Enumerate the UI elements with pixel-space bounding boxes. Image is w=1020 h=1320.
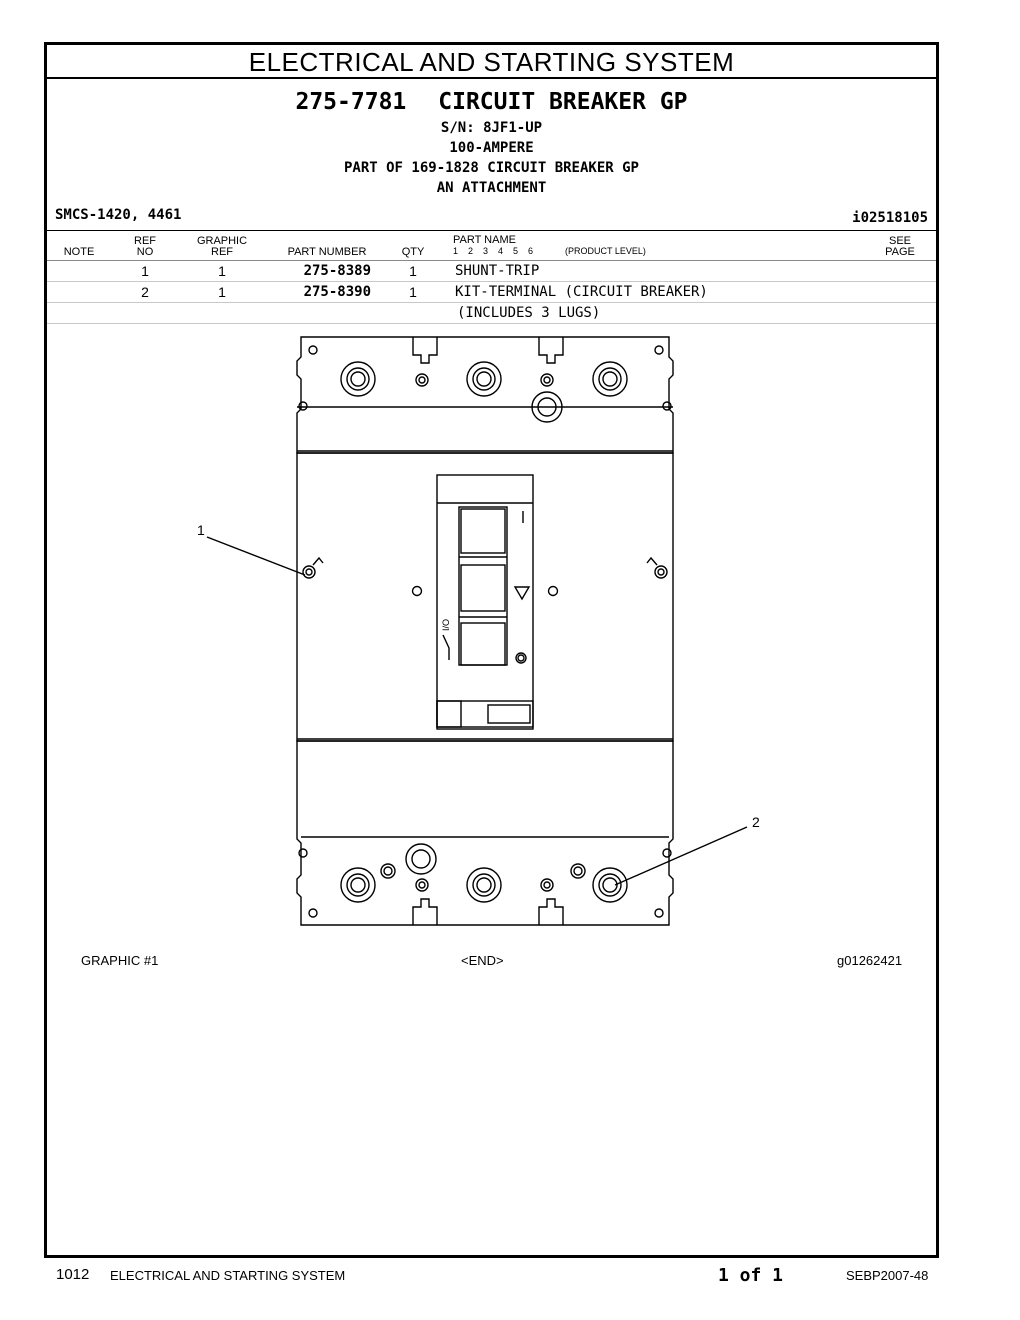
- group-name: CIRCUIT BREAKER GP: [438, 89, 688, 115]
- row-part-name-continued: (INCLUDES 3 LUGS): [457, 305, 601, 321]
- smcs-code: SMCS-1420, 4461: [55, 207, 182, 223]
- section-title: ELECTRICAL AND STARTING SYSTEM: [47, 45, 936, 79]
- serial-number-line: S/N: 8JF1-UP: [440, 120, 543, 136]
- header-product-level: (PRODUCT LEVEL): [565, 246, 646, 256]
- row-divider: [47, 323, 936, 324]
- header-see-top: SEE: [888, 235, 911, 247]
- header-graphic-bottom: REF: [211, 246, 233, 258]
- header-note: NOTE: [63, 246, 95, 258]
- row-graphic-ref: 1: [218, 284, 226, 300]
- row-divider: [47, 281, 936, 282]
- header-see-bottom: PAGE: [885, 246, 915, 258]
- page-frame: ELECTRICAL AND STARTING SYSTEM 275-7781 C…: [44, 42, 939, 1258]
- table-header-rule: [47, 260, 936, 261]
- group-part-number: 275-7781: [295, 89, 407, 115]
- row-part-number: 275-8389: [303, 263, 371, 279]
- attachment-line: AN ATTACHMENT: [436, 180, 547, 196]
- callout-1: 1: [197, 522, 205, 538]
- row-ref: 2: [141, 284, 149, 300]
- graphic-label: GRAPHIC #1: [81, 953, 159, 968]
- header-levels: 1 2 3 4 5 6: [453, 246, 534, 256]
- row-part-number: 275-8390: [303, 284, 371, 300]
- row-qty: 1: [409, 284, 417, 300]
- illustration-id: i02518105: [852, 210, 928, 226]
- row-part-name: KIT-TERMINAL (CIRCUIT BREAKER): [455, 284, 708, 300]
- end-label: <END>: [461, 953, 504, 968]
- header-qty: QTY: [401, 246, 425, 258]
- header-ref-top: REF: [134, 235, 156, 247]
- parent-group-line: PART OF 169-1828 CIRCUIT BREAKER GP: [343, 160, 639, 176]
- header-graphic-top: GRAPHIC: [196, 235, 248, 247]
- footer-doc-id: SEBP2007-48: [846, 1268, 929, 1283]
- footer-page-number: 1012: [56, 1266, 90, 1283]
- row-divider: [47, 302, 936, 303]
- footer-page-of: 1 of 1: [718, 1265, 784, 1286]
- group-title: 275-7781 CIRCUIT BREAKER GP: [47, 89, 936, 115]
- footer-section: ELECTRICAL AND STARTING SYSTEM: [110, 1268, 346, 1283]
- row-part-name: SHUNT-TRIP: [455, 263, 540, 279]
- rating-line: 100-AMPERE: [449, 140, 534, 156]
- graphic-id: g01262421: [837, 953, 903, 968]
- row-qty: 1: [409, 263, 417, 279]
- circuit-breaker-drawing: I/O: [197, 336, 760, 926]
- svg-text:I/O: I/O: [441, 619, 451, 631]
- header-ref-bottom: NO: [136, 246, 154, 258]
- header-part-number: PART NUMBER: [287, 246, 367, 258]
- header-part-name: PART NAME: [453, 234, 516, 246]
- row-graphic-ref: 1: [218, 263, 226, 279]
- row-ref: 1: [141, 263, 149, 279]
- callout-2: 2: [752, 814, 760, 830]
- table-top-rule: [47, 230, 936, 231]
